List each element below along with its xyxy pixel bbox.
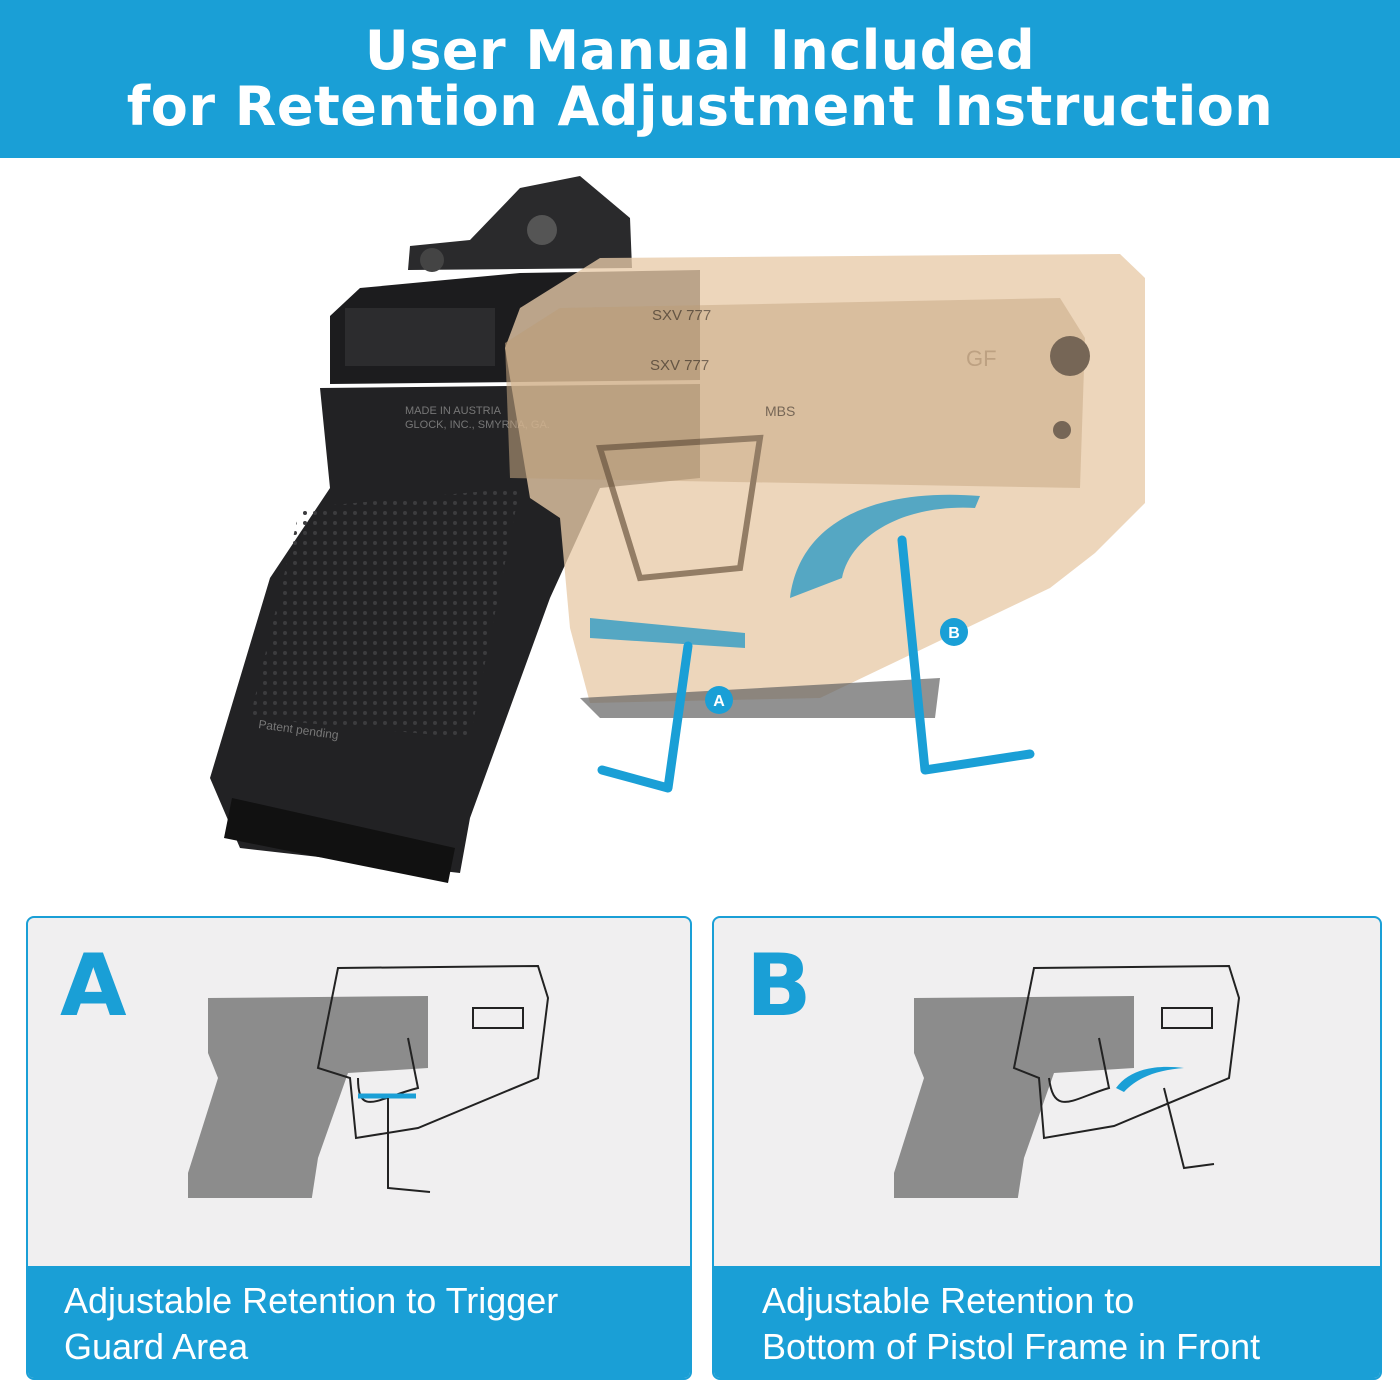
hero-illustration: MADE IN AUSTRIA GLOCK, INC., SMYRNA, GA.… — [210, 176, 1145, 883]
holster-model-label-1: SXV 777 — [652, 307, 711, 324]
panel-b-caption: Adjustable Retention to Bottom of Pistol… — [714, 1266, 1380, 1378]
panel-b-caption-line2: Bottom of Pistol Frame in Front — [762, 1326, 1261, 1367]
panel-b: B Adjustable Retention to Bottom of Pist… — [712, 916, 1382, 1380]
retention-markers: A B — [590, 494, 1035, 793]
marker-a-label: A — [713, 693, 725, 710]
pistol-marking-made-in: MADE IN AUSTRIA — [405, 405, 502, 417]
banner-title-line1: User Manual Included — [364, 19, 1036, 82]
marker-b-label: B — [948, 625, 960, 642]
marker-a-badge — [705, 686, 733, 714]
holster-image: SXV 777 SXV 777 GF MBS — [505, 254, 1145, 718]
holster-brand-label: GF — [966, 346, 997, 371]
header-banner: User Manual Included for Retention Adjus… — [0, 0, 1400, 158]
panel-a: A Adjustable Retention to Trigger Guard … — [26, 916, 692, 1380]
panel-a-illustration — [188, 964, 550, 1198]
banner-title-line2: for Retention Adjustment Instruction — [126, 75, 1274, 138]
panel-b-illustration — [894, 964, 1241, 1198]
holster-mbs-label: MBS — [765, 403, 795, 419]
marker-b-badge — [940, 618, 968, 646]
panel-a-caption: Adjustable Retention to Trigger Guard Ar… — [28, 1266, 690, 1378]
holster-model-label-2: SXV 777 — [650, 357, 709, 374]
panel-a-caption-line1: Adjustable Retention to Trigger — [64, 1280, 559, 1321]
panel-b-caption-line1: Adjustable Retention to — [762, 1280, 1135, 1321]
panel-a-letter: A — [60, 936, 127, 1036]
panel-b-letter: B — [746, 936, 812, 1036]
panel-a-caption-line2: Guard Area — [64, 1326, 249, 1367]
